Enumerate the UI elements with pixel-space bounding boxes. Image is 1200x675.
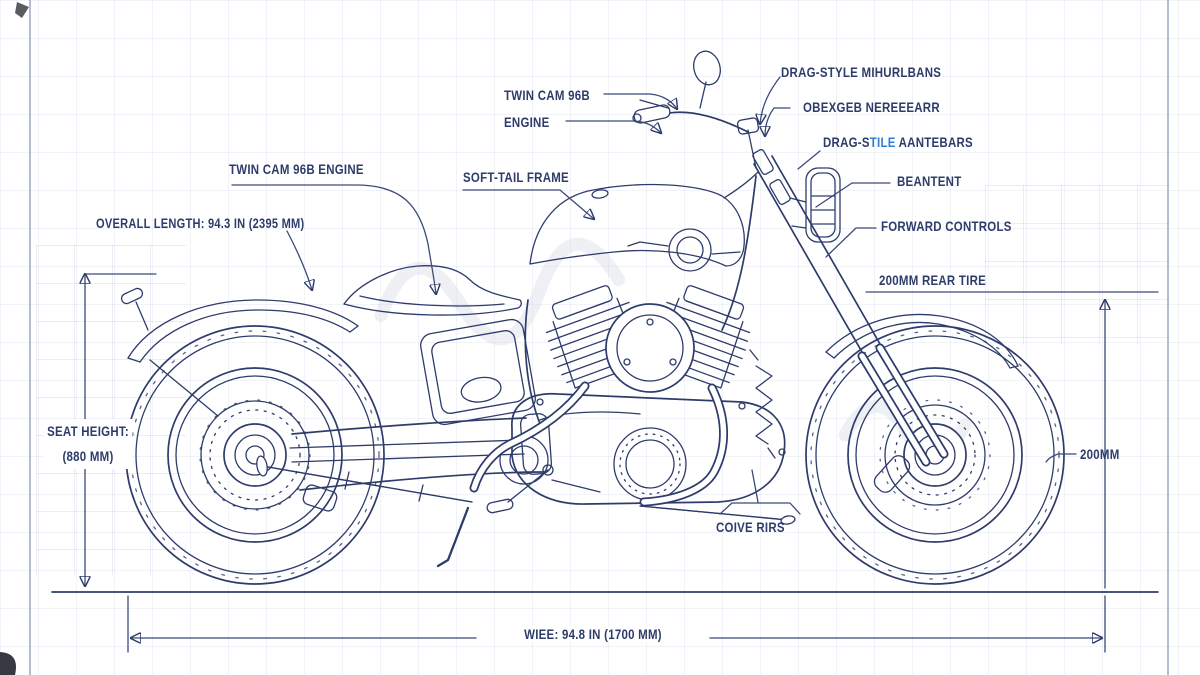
leader-lines [231, 76, 891, 515]
label-engine-top-line1: TWIN CAM 96B [504, 87, 590, 103]
label-controls: COIVE RIRS [716, 519, 785, 535]
label-rear-tire: 200MM REAR TIRE [879, 272, 987, 288]
label-engine-top: TWIN CAM 96B ENGINE [504, 82, 590, 136]
label-handlebars-mid-highlight: TILE [869, 134, 896, 150]
label-engine-top-line2: ENGINE [504, 114, 550, 130]
page-border-lines [29, 0, 1169, 675]
label-forward-controls: FORWARD CONTROLS [881, 218, 1012, 234]
label-tire-width: 200MM [1080, 446, 1120, 462]
label-seat-height-line1: SEAT HEIGHT: [47, 423, 129, 439]
label-seat-height-line2: (880 MM) [62, 448, 114, 464]
label-handlebars-mid-pre: DRAG-S [823, 134, 870, 150]
corner-smudges [0, 2, 29, 675]
label-wheelbase: WIEE: 94.8 IN (1700 MM) [520, 626, 666, 642]
label-headlight: BEANTENT [897, 173, 962, 189]
rear-wheel [125, 325, 385, 585]
label-frame: SOFT-TAIL FRAME [463, 169, 569, 185]
label-handlebars-top: DRAG-STYLE MIHURLBANS [781, 64, 942, 80]
label-handlebars-mid: DRAG-STILE AANTEBARS [823, 134, 973, 150]
dimension-lines [85, 230, 1159, 653]
motorcycle-body [120, 50, 1019, 568]
label-overall-length: OVERALL LENGTH: 94.3 IN (2395 MM) [96, 216, 305, 231]
front-wheel [805, 325, 1065, 585]
label-seat-height: SEAT HEIGHT: (880 MM) [43, 419, 133, 469]
label-handlebars-mid-post: AANTEBARS [895, 134, 973, 150]
label-engine-left: TWIN CAM 96B ENGINE [229, 161, 364, 177]
label-gearbox: OBEXGEB NEREEEARR [803, 99, 940, 115]
